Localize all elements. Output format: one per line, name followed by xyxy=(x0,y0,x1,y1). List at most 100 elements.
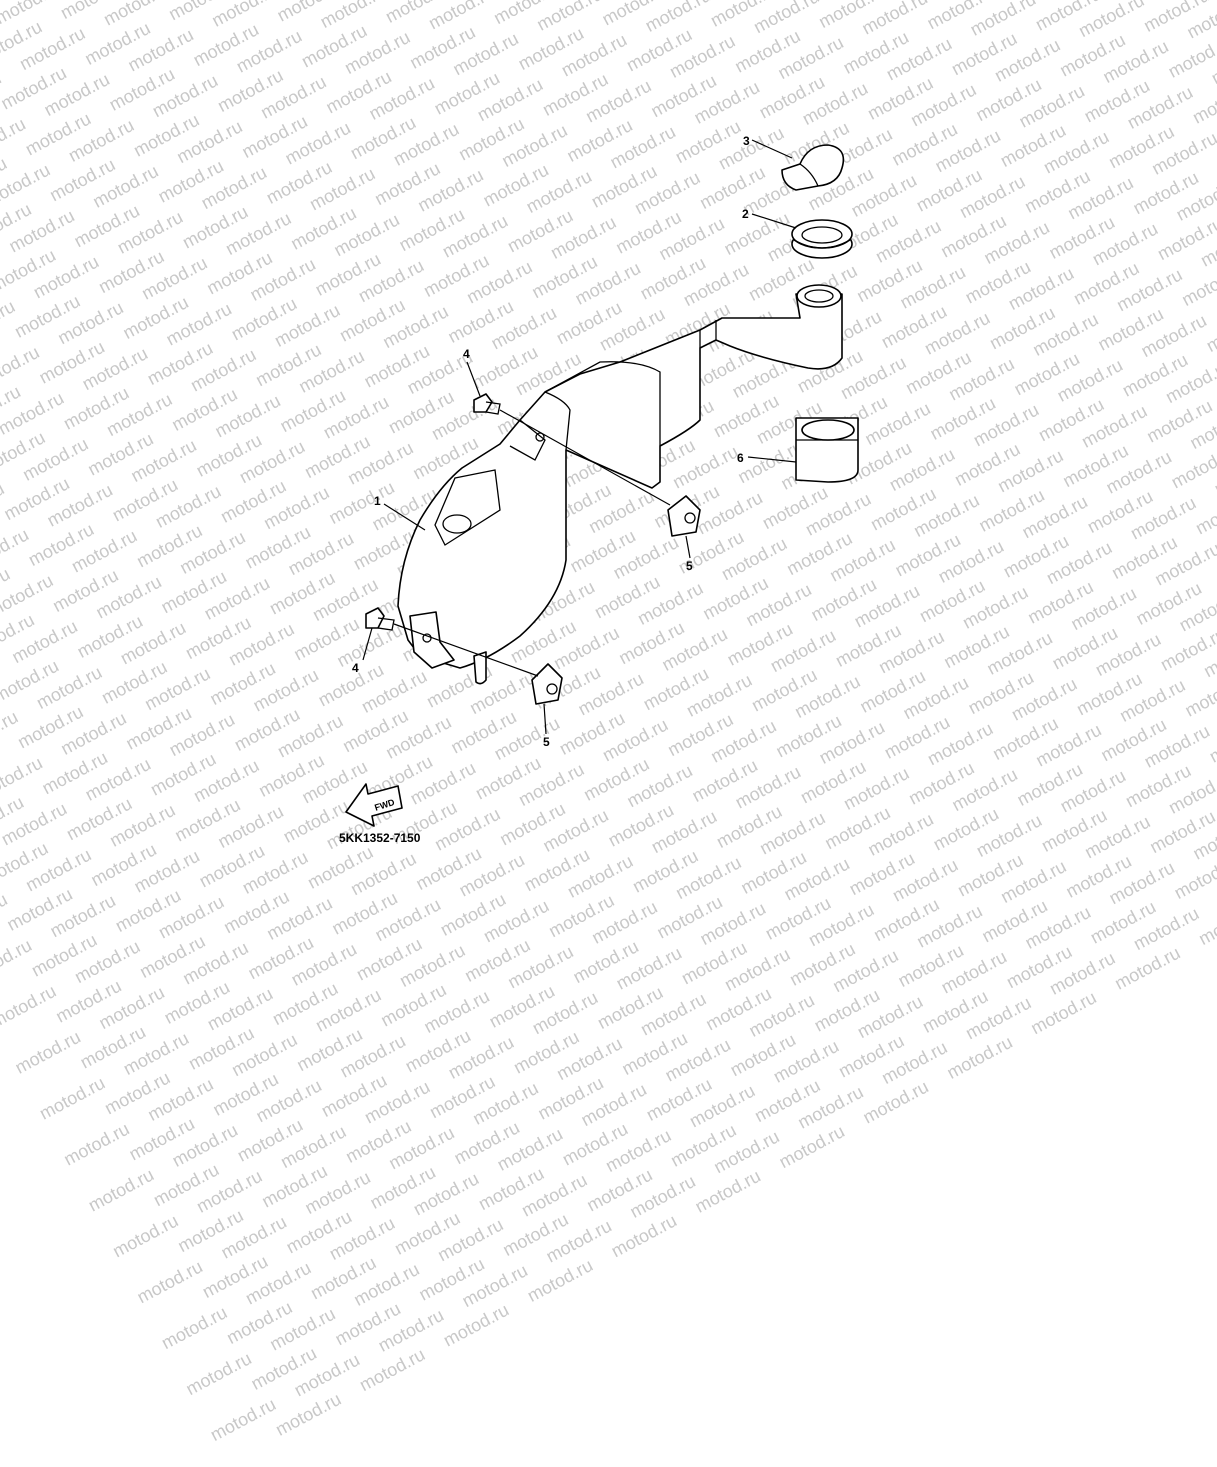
watermark-text: motod.ru xyxy=(878,1037,951,1089)
watermark-text: motod.ru xyxy=(209,1068,282,1120)
watermark-text: motod.ru xyxy=(366,1161,439,1213)
part-reservoir-tank[interactable] xyxy=(397,284,843,685)
watermark-text: motod.ru xyxy=(1046,947,1119,999)
watermark-text: motod.ru xyxy=(642,1073,716,1125)
part-bracket[interactable] xyxy=(795,417,859,483)
watermark-text: motod.ru xyxy=(11,1026,84,1078)
part-nut-lower[interactable] xyxy=(531,663,563,705)
watermark-text: motod.ru xyxy=(686,1080,759,1132)
watermark-text: motod.ru xyxy=(0,934,35,986)
watermark-text: motod.ru xyxy=(534,1072,607,1124)
watermark-text: motod.ru xyxy=(95,982,168,1034)
watermark-text: motod.ru xyxy=(440,1299,513,1351)
watermark-text: motod.ru xyxy=(277,1121,350,1173)
watermark-text: motod.ru xyxy=(336,1030,409,1082)
watermark-text: motod.ru xyxy=(120,1028,193,1080)
watermark-text: motod.ru xyxy=(518,1169,591,1221)
watermark-text: motod.ru xyxy=(179,937,252,989)
watermark-text: motod.ru xyxy=(244,932,317,984)
watermark-text: motod.ru xyxy=(786,938,859,990)
watermark-text: motod.ru xyxy=(182,1348,255,1400)
watermark-text: motod.ru xyxy=(52,975,125,1027)
part-grommet[interactable] xyxy=(791,219,853,259)
watermark-text: motod.ru xyxy=(943,1031,1016,1083)
exploded-parts-diagram: 3 2 6 1 4 4 5 5 FWD xyxy=(345,134,859,827)
watermark-text: motod.ru xyxy=(326,1212,399,1264)
watermark-text: motod.ru xyxy=(594,982,667,1034)
watermark-text: motod.ru xyxy=(101,1067,174,1119)
watermark-text: motod.ru xyxy=(385,1122,458,1174)
watermark-text: motod.ru xyxy=(469,1077,542,1129)
watermark-text: motod.ru xyxy=(290,1349,364,1401)
watermark-text: motod.ru xyxy=(350,1258,423,1310)
watermark-text: motod.ru xyxy=(272,1388,345,1440)
watermark-text: motod.ru xyxy=(228,1029,301,1081)
watermark-text: motod.ru xyxy=(206,1394,280,1446)
part-code: 5KK1352-7150 xyxy=(339,831,421,845)
callout-5-lower: 5 xyxy=(543,735,550,749)
watermark-text: motod.ru xyxy=(559,1118,632,1170)
callout-4-lower: 4 xyxy=(352,661,359,675)
assembly-lines xyxy=(362,139,797,735)
watermark-text: motod.ru xyxy=(396,940,469,992)
watermark-text: motod.ru xyxy=(160,976,233,1028)
watermark-text: motod.ru xyxy=(234,1114,307,1166)
watermark-text: motod.ru xyxy=(751,1075,824,1127)
part-cap[interactable] xyxy=(781,144,845,191)
watermark-text: motod.ru xyxy=(853,991,927,1043)
watermark-text: motod.ru xyxy=(269,978,342,1030)
watermark-text: motod.ru xyxy=(569,936,642,988)
callout-3: 3 xyxy=(743,134,750,148)
watermark-text: motod.ru xyxy=(109,1210,182,1262)
watermark-text: motod.ru xyxy=(618,1027,691,1079)
watermark-text: motod.ru xyxy=(125,1113,198,1165)
watermark-text: motod.ru xyxy=(377,979,450,1031)
watermark-text: motod.ru xyxy=(894,940,967,992)
watermark-text: motod.ru xyxy=(266,1303,339,1355)
watermark-text: motod.ru xyxy=(702,983,775,1035)
watermark-text: motod.ru xyxy=(859,1076,932,1128)
part-bolt-lower[interactable] xyxy=(365,607,395,631)
callout-5-upper: 5 xyxy=(686,559,693,573)
watermark-text: motod.ru xyxy=(361,1076,434,1128)
watermark-text: motod.ru xyxy=(607,1210,680,1262)
watermark-text: motod.ru xyxy=(312,984,385,1036)
watermark-text: motod.ru xyxy=(962,992,1035,1044)
watermark-text: motod.ru xyxy=(282,1206,355,1258)
watermark-text: motod.ru xyxy=(1027,987,1100,1039)
watermark-text: motod.ru xyxy=(726,1029,800,1081)
callout-2: 2 xyxy=(742,207,749,221)
watermark-text: motod.ru xyxy=(937,946,1010,998)
watermark-text: motod.ru xyxy=(36,1072,109,1124)
watermark-text: motod.ru xyxy=(293,1024,366,1076)
watermark-text: motod.ru xyxy=(528,987,602,1039)
watermark-text: motod.ru xyxy=(223,1296,296,1349)
watermark-text: motod.ru xyxy=(458,1260,531,1312)
watermark-text: motod.ru xyxy=(475,1163,548,1215)
callout-1: 1 xyxy=(374,494,381,508)
watermark-text: motod.ru xyxy=(136,930,209,982)
watermark-text: motod.ru xyxy=(185,1022,258,1074)
fwd-arrow-icon: FWD xyxy=(345,783,403,827)
watermark-text: motod.ru xyxy=(775,1121,848,1173)
watermark-text: motod.ru xyxy=(374,1304,447,1356)
watermark-text: motod.ru xyxy=(342,1115,415,1167)
watermark-text: motod.ru xyxy=(317,1070,391,1122)
callout-4-upper: 4 xyxy=(463,347,470,361)
watermark-text: motod.ru xyxy=(415,1253,488,1305)
watermark-text: motod.ru xyxy=(391,1207,464,1259)
watermark-text: motod.ru xyxy=(829,945,902,997)
watermark-text: motod.ru xyxy=(499,1209,572,1261)
watermark-text: motod.ru xyxy=(721,943,794,995)
watermark-text: motod.ru xyxy=(637,988,710,1040)
watermark-text: motod.ru xyxy=(504,941,577,993)
watermark-text: motod.ru xyxy=(203,983,277,1035)
watermark-text: motod.ru xyxy=(28,929,101,981)
watermark-text: motod.ru xyxy=(158,1302,231,1354)
part-nut-upper[interactable] xyxy=(667,495,701,537)
part-bolt-upper[interactable] xyxy=(473,393,501,415)
watermark-text: motod.ru xyxy=(1003,941,1076,993)
watermark-text: motod.ru xyxy=(60,1118,133,1170)
watermark-text: motod.ru xyxy=(287,938,360,990)
